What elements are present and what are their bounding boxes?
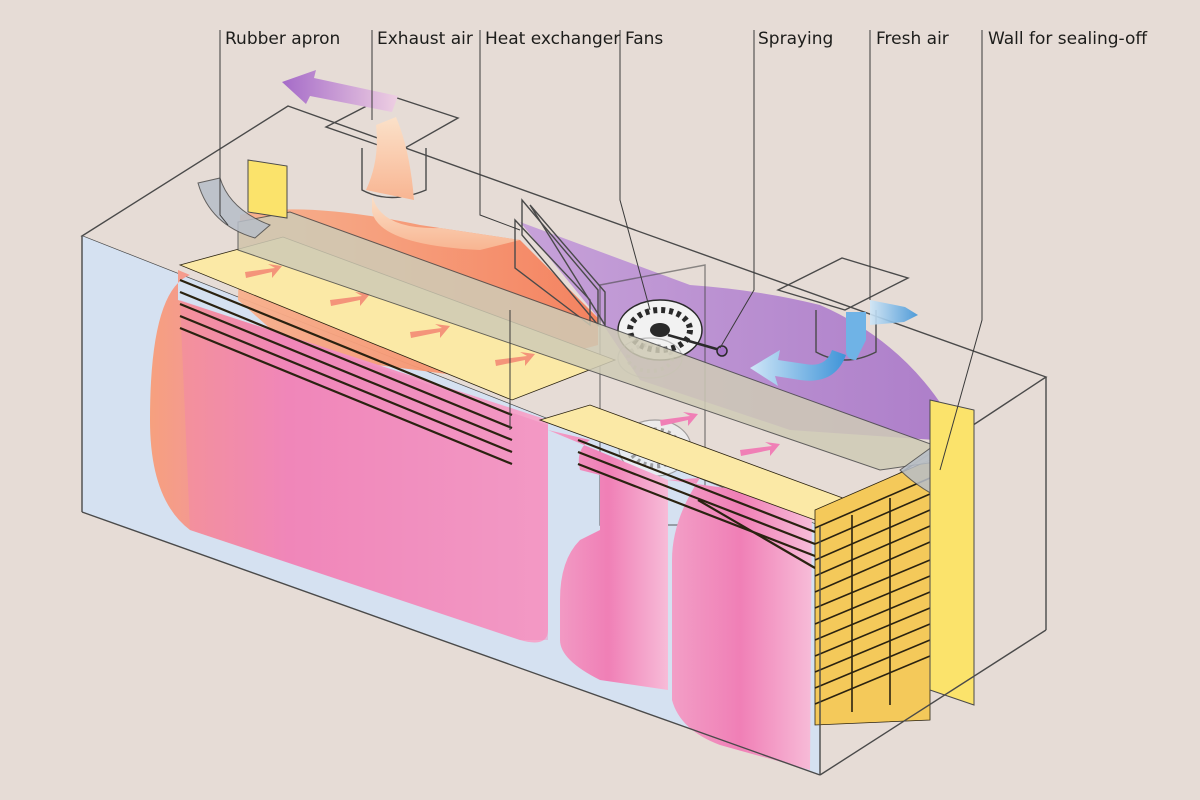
sealing-wall-left (247, 159, 288, 219)
leader-lines (219, 30, 983, 471)
label-wall-sealing-off: Wall for sealing-off (988, 29, 1148, 49)
pink-airflow (150, 270, 812, 770)
exhaust-vent (324, 94, 520, 250)
fresh-air-inflow-arrow (750, 350, 846, 386)
chamber-frame (81, 236, 1047, 776)
label-fans: Fans (625, 29, 663, 49)
label-rubber-apron: Rubber apron (225, 29, 340, 49)
airflow-arrows (245, 264, 780, 456)
rubber-apron-left (197, 177, 271, 239)
label-heat-exchanger: Heat exchanger (485, 29, 620, 49)
label-fresh-air: Fresh air (876, 29, 949, 49)
label-spraying: Spraying (758, 29, 833, 49)
sealing-wall-right (929, 399, 975, 706)
label-exhaust-air: Exhaust air (377, 29, 473, 49)
return-airflow (520, 222, 945, 440)
fresh-air-vent (776, 257, 910, 361)
fresh-air-intake-arrow (870, 300, 918, 325)
exhaust-arrow (282, 70, 398, 112)
